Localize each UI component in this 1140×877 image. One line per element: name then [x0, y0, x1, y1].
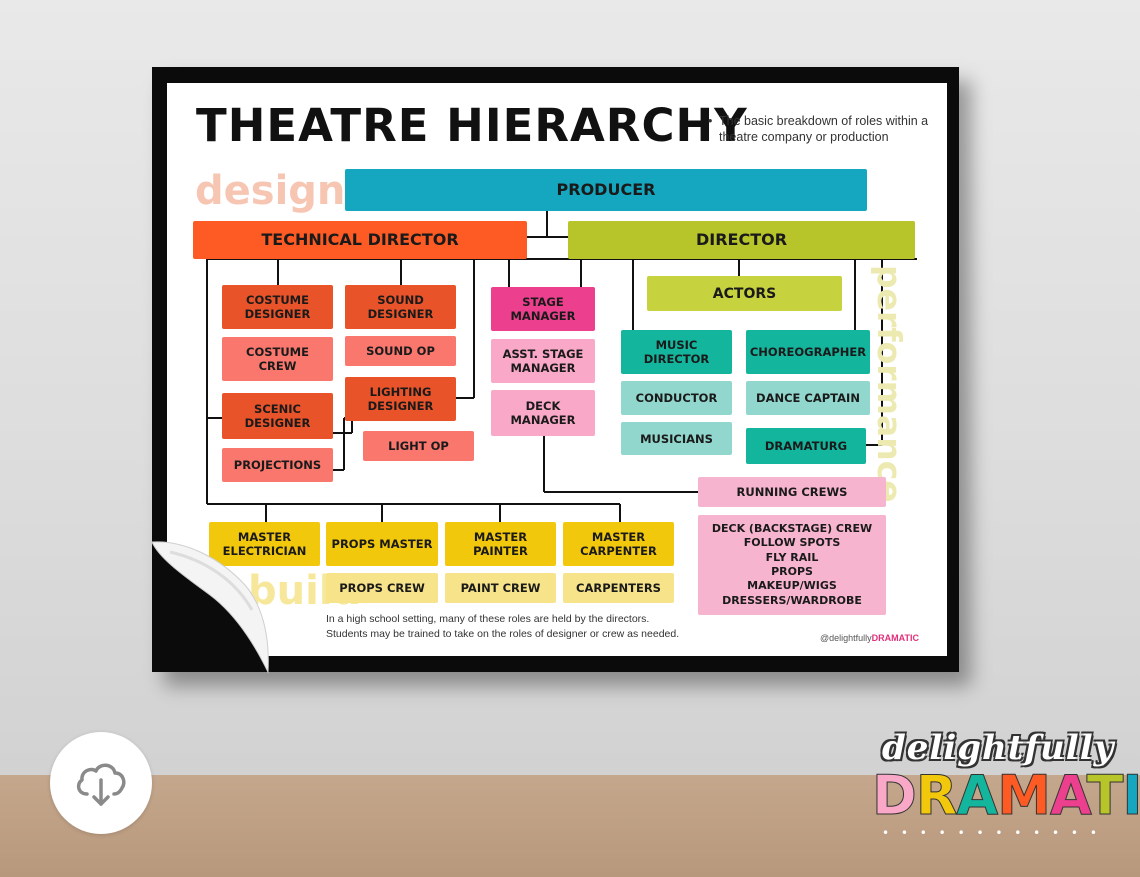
- poster-subtitle: • The basic breakdown of roles within a …: [708, 113, 938, 145]
- dance-captain-box: DANCE CAPTAIN: [746, 381, 870, 415]
- design-label: design: [195, 168, 346, 214]
- master-painter-box: MASTER PAINTER: [445, 522, 556, 566]
- brand-wordmark: DRAMATIC: [872, 764, 1140, 828]
- running-crews-list: DECK (BACKSTAGE) CREW FOLLOW SPOTS FLY R…: [698, 515, 886, 615]
- props-master-box: PROPS MASTER: [326, 522, 438, 566]
- sound-op-box: SOUND OP: [345, 336, 456, 366]
- brand-letter: R: [915, 764, 958, 828]
- scenic-designer-box: SCENIC DESIGNER: [222, 393, 333, 439]
- cloud-download-icon: [76, 763, 126, 806]
- list-item: FOLLOW SPOTS: [743, 536, 841, 550]
- running-crews-box: RUNNING CREWS: [698, 477, 886, 507]
- brand-logo: delightfully DRAMATIC • • • • • • • • • …: [868, 728, 1140, 840]
- choreographer-box: CHOREOGRAPHER: [746, 330, 870, 374]
- brand-letter: T: [1086, 764, 1124, 828]
- brand-letter: D: [872, 764, 918, 828]
- bullet-icon: •: [708, 114, 713, 128]
- asst-stage-manager-box: ASST. STAGE MANAGER: [491, 339, 595, 383]
- deck-manager-box: DECK MANAGER: [491, 390, 595, 436]
- poster-title: THEATRE HIERARCHY: [196, 99, 748, 152]
- light-op-box: LIGHT OP: [363, 431, 474, 461]
- brand-wordmark-text: DRAMATIC: [872, 764, 1140, 828]
- carpenters-box: CARPENTERS: [563, 573, 674, 603]
- download-button[interactable]: [50, 732, 152, 834]
- projections-box: PROJECTIONS: [222, 448, 333, 482]
- subtitle-text: The basic breakdown of roles within a th…: [719, 114, 929, 144]
- stage-manager-box: STAGE MANAGER: [491, 287, 595, 331]
- musicians-box: MUSICIANS: [621, 422, 732, 455]
- brand-letter: M: [997, 764, 1052, 828]
- brand-letter: I: [1122, 764, 1140, 828]
- costume-designer-box: COSTUME DESIGNER: [222, 285, 333, 329]
- brand-letter: A: [1049, 764, 1088, 828]
- music-director-box: MUSIC DIRECTOR: [621, 330, 732, 374]
- list-item: DRESSERS/WARDROBE: [722, 593, 862, 607]
- producer-box: PRODUCER: [345, 169, 867, 211]
- credit-accent: DRAMATIC: [871, 633, 919, 643]
- paint-crew-box: PAINT CREW: [445, 573, 556, 603]
- page-curl: [151, 541, 269, 674]
- list-item: DECK (BACKSTAGE) CREW: [711, 522, 873, 536]
- costume-crew-box: COSTUME CREW: [222, 337, 333, 381]
- dramaturg-box: DRAMATURG: [746, 428, 866, 464]
- conductor-box: CONDUCTOR: [621, 381, 732, 415]
- brand-script: delightfully: [882, 728, 1115, 768]
- footnote-line: Students may be trained to take on the r…: [326, 628, 680, 640]
- technical-director-box: TECHNICAL DIRECTOR: [193, 221, 527, 259]
- actors-box: ACTORS: [647, 276, 842, 311]
- list-item: FLY RAIL: [765, 550, 819, 564]
- lighting-designer-box: LIGHTING DESIGNER: [345, 377, 456, 421]
- master-electrician-box: MASTER ELECTRICIAN: [209, 522, 320, 566]
- wooden-floor: [0, 775, 1140, 877]
- footnote: In a high school setting, many of these …: [326, 612, 679, 642]
- sound-designer-box: SOUND DESIGNER: [345, 285, 456, 329]
- credit-prefix: @delightfully: [820, 633, 872, 643]
- props-crew-box: PROPS CREW: [326, 573, 438, 603]
- footnote-line: In a high school setting, many of these …: [326, 613, 650, 625]
- brand-dots: • • • • • • • • • • • •: [882, 826, 1101, 840]
- director-box: DIRECTOR: [568, 221, 915, 259]
- poster-credit: @delightfullyDRAMATIC: [820, 633, 919, 643]
- brand-letter: A: [956, 764, 999, 828]
- performance-label: performance: [870, 265, 909, 503]
- list-item: PROPS: [771, 565, 813, 578]
- list-item: MAKEUP/WIGS: [747, 579, 837, 593]
- master-carpenter-box: MASTER CARPENTER: [563, 522, 674, 566]
